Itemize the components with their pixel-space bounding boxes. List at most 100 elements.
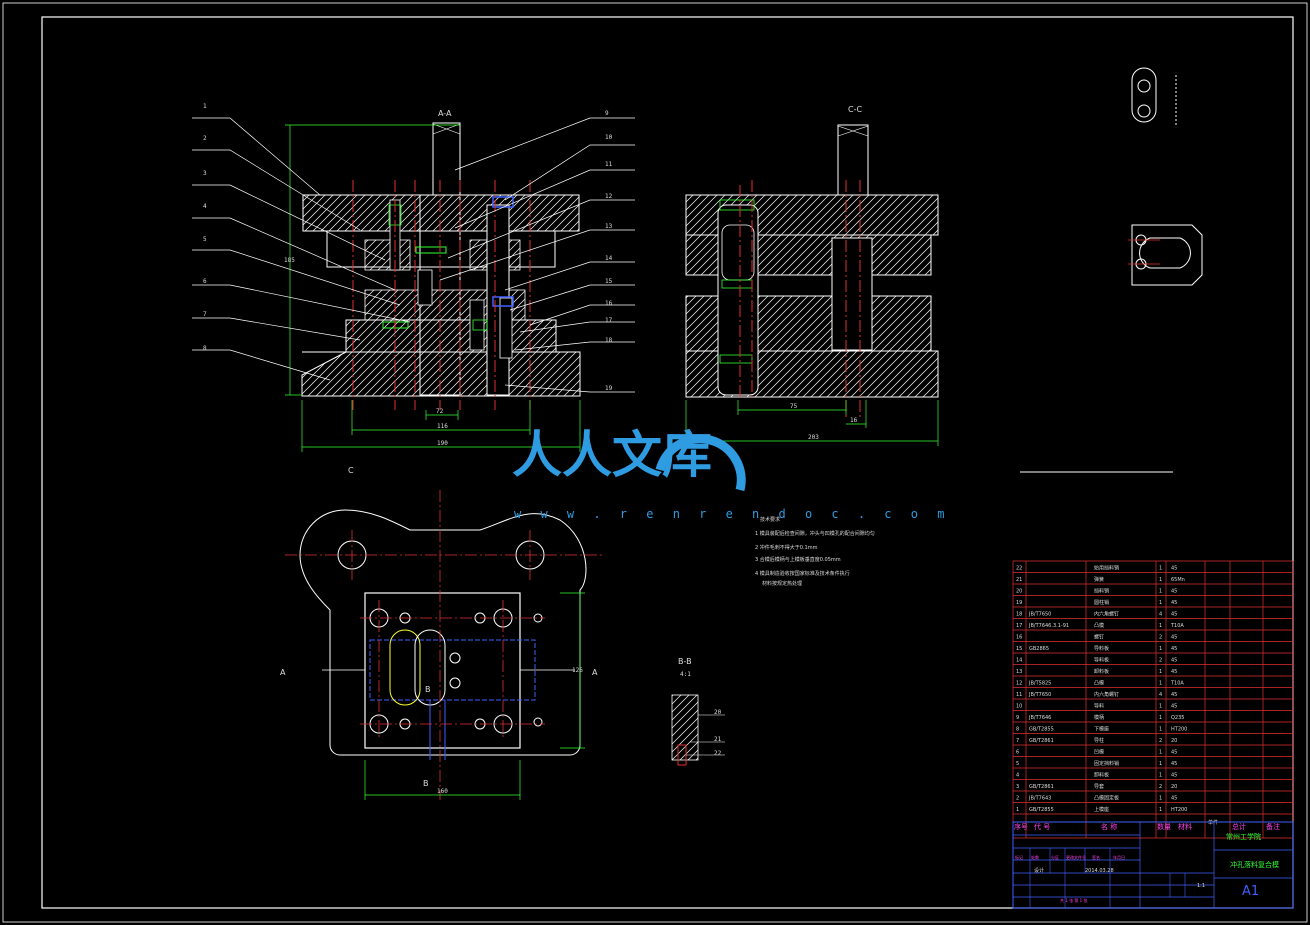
bom-row-qty: 1 — [1159, 727, 1162, 733]
dim-cc-total: 203 — [808, 434, 819, 441]
bom-row-qty: 1 — [1159, 669, 1162, 675]
bom-row-qty: 1 — [1159, 577, 1162, 583]
bom-row-code: GB/T2861 — [1029, 784, 1054, 790]
leader-6: 6 — [203, 278, 207, 285]
bom-row-code: JB/T7646 — [1028, 715, 1051, 721]
bom-row-no: 1 — [1016, 807, 1019, 813]
bom-row-mat: HT200 — [1171, 807, 1187, 813]
bom-row-no: 2 — [1016, 796, 1019, 802]
bom-row-no: 10 — [1016, 704, 1022, 710]
bom-row-code: JB/T7646.3.1-91 — [1028, 623, 1069, 629]
bom-row-no: 12 — [1016, 681, 1022, 687]
section-cc-label: C-C — [848, 105, 862, 114]
bom-row-mat: 45 — [1171, 658, 1177, 664]
bom-row-code: JB/T5825 — [1028, 681, 1051, 687]
bom-row-qty: 1 — [1159, 715, 1162, 721]
bom-row-mat: 45 — [1171, 796, 1177, 802]
leaders-left — [192, 117, 411, 381]
section-bb-scale: 4:1 — [680, 671, 691, 678]
title-block: 常州工学院 冲孔落料复合模 A1 1:1 标记 处数 分区 更改文件号 签名 年… — [1012, 821, 1294, 909]
bom-row-name: 凹模 — [1094, 749, 1104, 756]
drawing-name: 冲孔落料复合模 — [1230, 860, 1279, 869]
dim-aa-inner: 116 — [437, 423, 448, 430]
bom-header-mat: 材料 — [1178, 822, 1192, 831]
leader-10: 10 — [605, 134, 613, 141]
bom-row-name: 卸料板 — [1094, 668, 1109, 675]
bom-row-name: 内六角螺钉 — [1094, 691, 1119, 698]
bom-row-mat: 45 — [1171, 635, 1177, 641]
dim-cc-width: 75 — [790, 403, 798, 410]
bom-header-qty: 数量 — [1157, 822, 1171, 831]
bom-row-name: 凸模 — [1094, 622, 1104, 629]
bom-row-name: 导柱 — [1094, 737, 1104, 744]
bom-row-no: 21 — [1016, 577, 1022, 583]
leader-19: 19 — [605, 385, 613, 392]
dim-cc-small: 16 — [850, 417, 858, 424]
bb-leader-21: 21 — [714, 736, 722, 743]
leader-labels-left: 1 2 3 4 5 6 7 8 — [203, 103, 207, 352]
bom-row-no: 11 — [1016, 692, 1022, 698]
leaders-right — [439, 117, 635, 393]
bom-row-qty: 1 — [1159, 807, 1162, 813]
bom-row-name: 圆柱销 — [1094, 599, 1109, 606]
bom-row-qty: 1 — [1159, 773, 1162, 779]
dim-aa-small: 72 — [436, 408, 444, 415]
tb-label-0: 标记 — [1015, 854, 1023, 860]
leader-15: 15 — [605, 278, 613, 285]
bom-row-name: 上模座 — [1094, 806, 1109, 813]
bom-row-mat: 45 — [1171, 669, 1177, 675]
bom-row-mat: 20 — [1171, 738, 1177, 744]
bom-row-mat: 45 — [1171, 646, 1177, 652]
bom-row-mat: T10A — [1170, 681, 1184, 687]
tb-label-5: 年月日 — [1113, 854, 1125, 860]
leader-13: 13 — [605, 223, 613, 230]
dim-plan-width: 160 — [437, 788, 448, 795]
bom-row-no: 14 — [1016, 658, 1022, 664]
sheet-size: A1 — [1242, 884, 1259, 899]
bom-row-qty: 2 — [1159, 738, 1162, 744]
bom-row-qty: 1 — [1159, 704, 1162, 710]
note-title: 技术要求 — [760, 516, 780, 523]
watermark-url: w w w . r e n r e n d o c . c o m — [514, 507, 950, 521]
bom-row-no: 3 — [1016, 784, 1019, 790]
bom-row-name: 导料 — [1094, 703, 1104, 710]
leader-16: 16 — [605, 300, 613, 307]
bom-row-code: GB/T2855 — [1029, 727, 1054, 733]
bom-row-qty: 1 — [1159, 600, 1162, 606]
plan-view: A A B B C 160 126 — [280, 466, 605, 800]
bom-row-qty: 2 — [1159, 784, 1162, 790]
bom-header-total: 总计 — [1232, 822, 1246, 831]
bom-row-no: 15 — [1016, 646, 1022, 652]
drawing-scale: 1:1 — [1197, 883, 1205, 889]
bom-row-name: 导料板 — [1094, 657, 1109, 664]
bom-row-code: JB/T7650 — [1028, 692, 1051, 698]
bom-row-name: 挡料销 — [1094, 588, 1109, 595]
bom-row-name: 导料板 — [1094, 645, 1109, 652]
dim-plan-height: 126 — [572, 667, 583, 674]
bom-row-no: 9 — [1016, 715, 1019, 721]
bom-row-mat: Q235 — [1171, 715, 1184, 721]
bom-row-qty: 1 — [1159, 796, 1162, 802]
bom-row-qty: 1 — [1159, 589, 1162, 595]
view-b-top: B — [425, 685, 431, 694]
bom-row-qty: 1 — [1159, 623, 1162, 629]
bom-row-name: 卸料板 — [1094, 772, 1109, 779]
dim-aa-height: 185 — [284, 257, 295, 264]
section-cc-view: C-C 75 16 203 — [685, 105, 939, 446]
view-a-right: A — [592, 668, 598, 677]
bom-row-mat: 20 — [1171, 784, 1177, 790]
tb-sheet-info: 共 1 张 第 1 张 — [1060, 897, 1087, 903]
bom-row-code: GB/T2861 — [1029, 738, 1054, 744]
leader-14: 14 — [605, 255, 613, 262]
bom-row-no: 6 — [1016, 750, 1019, 756]
bom-row-mat: 45 — [1171, 773, 1177, 779]
note-3: 3 合模后模柄与上模板垂直度0.05mm — [755, 556, 841, 563]
bom-row-mat: 45 — [1171, 566, 1177, 572]
bom-row-name: 螺钉 — [1094, 634, 1104, 641]
leader-12: 12 — [605, 193, 613, 200]
bom-row-name: 内六角螺钉 — [1094, 611, 1119, 618]
bom-row-name: 凸模 — [1094, 680, 1104, 687]
bom-row-no: 19 — [1016, 600, 1022, 606]
leader-9: 9 — [605, 110, 609, 117]
bom-row-name: 弹簧 — [1094, 576, 1104, 583]
